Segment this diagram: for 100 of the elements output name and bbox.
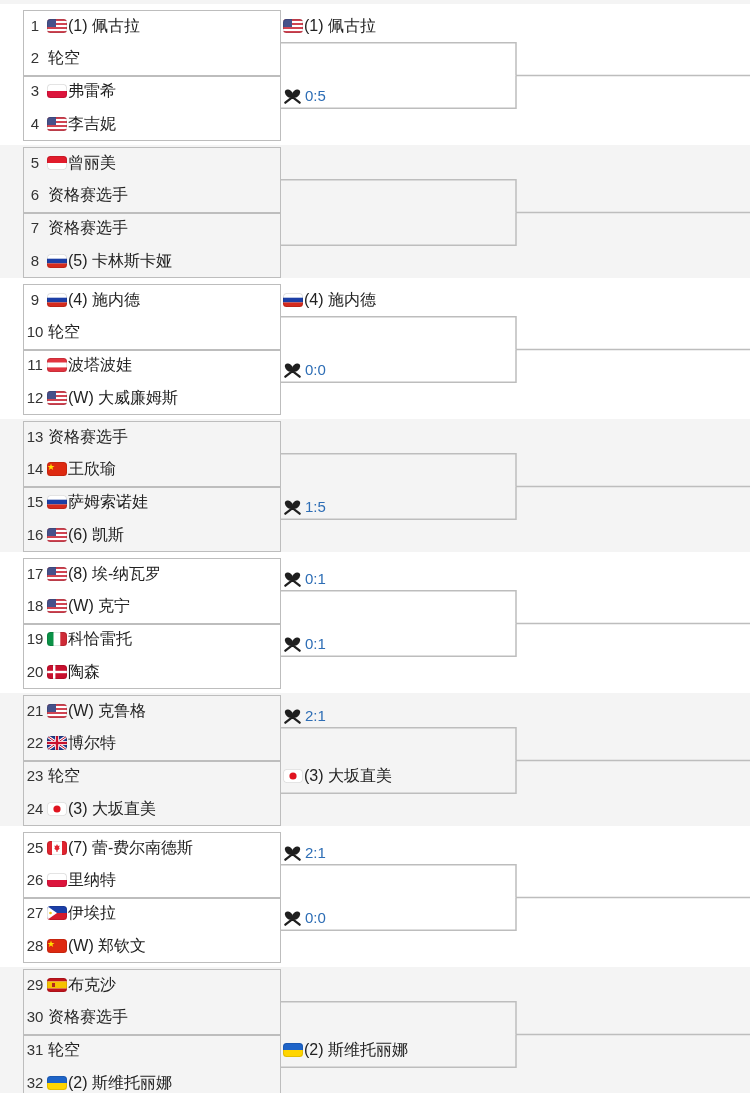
draw-position: 15 bbox=[26, 493, 44, 510]
bracket-line bbox=[515, 759, 750, 762]
draw-position: 16 bbox=[26, 525, 44, 543]
player-name: 陶森 bbox=[68, 662, 100, 681]
draw-position: 32 bbox=[26, 1073, 44, 1091]
draw-position: 10 bbox=[26, 323, 44, 340]
bracket-line bbox=[280, 211, 517, 246]
bracket-line bbox=[280, 1001, 517, 1036]
bracket-line bbox=[280, 896, 517, 931]
edge-label: (1) 佩古拉 bbox=[304, 16, 376, 35]
bracket-line bbox=[280, 42, 517, 77]
bracket-line bbox=[280, 727, 517, 762]
draw-position: 19 bbox=[26, 630, 44, 647]
player-name: 轮空 bbox=[47, 49, 80, 67]
player-name: 资格赛选手 bbox=[47, 427, 128, 446]
match-box bbox=[23, 760, 281, 826]
draw-position: 29 bbox=[26, 975, 44, 993]
edge-label: 0:1 bbox=[305, 569, 326, 588]
draw-position: 22 bbox=[26, 734, 44, 751]
draw-position: 27 bbox=[26, 904, 44, 921]
draw-position: 26 bbox=[26, 871, 44, 888]
draw-position: 20 bbox=[26, 662, 44, 680]
player-name: (2) 斯维托丽娜 bbox=[68, 1073, 172, 1092]
bracket-line bbox=[280, 453, 517, 488]
match-box bbox=[23, 832, 281, 898]
bracket-line bbox=[280, 74, 517, 109]
player-name: 轮空 bbox=[47, 767, 80, 785]
player-name: (8) 埃-纳瓦罗 bbox=[68, 564, 162, 583]
draw-position: 9 bbox=[30, 290, 40, 308]
player-name: (W) 克鲁格 bbox=[68, 701, 147, 720]
match-box bbox=[23, 147, 281, 213]
draw-position: 18 bbox=[26, 597, 44, 614]
draw-position: 6 bbox=[30, 186, 40, 203]
player-name: (W) 克宁 bbox=[68, 597, 131, 615]
bracket-line bbox=[515, 1033, 750, 1036]
player-name: 伊埃拉 bbox=[68, 904, 116, 922]
draw-position: 4 bbox=[30, 114, 40, 132]
bracket-line bbox=[515, 896, 750, 899]
draw-position: 12 bbox=[26, 388, 44, 406]
draw-position: 31 bbox=[26, 1041, 44, 1058]
player-name: 波塔波娃 bbox=[68, 356, 132, 374]
draw-position: 2 bbox=[30, 49, 40, 66]
match-box bbox=[23, 969, 281, 1035]
bracket-line bbox=[280, 348, 517, 383]
draw-position: 13 bbox=[26, 427, 44, 445]
match-box bbox=[23, 284, 281, 350]
player-name: 萨姆索诺娃 bbox=[68, 493, 148, 511]
edge-label: 0:1 bbox=[305, 635, 326, 654]
draw-position: 25 bbox=[26, 838, 44, 856]
edge-label: 2:1 bbox=[305, 843, 326, 862]
match-box bbox=[23, 1034, 281, 1093]
bracket-line bbox=[515, 622, 750, 625]
bracket-line bbox=[515, 74, 750, 77]
player-name: (4) 施内德 bbox=[68, 290, 140, 309]
player-name: 李吉妮 bbox=[68, 114, 116, 133]
player-name: (W) 大威廉姆斯 bbox=[68, 388, 179, 407]
match-box bbox=[23, 75, 281, 141]
bracket-line bbox=[280, 590, 517, 625]
bracket-line bbox=[280, 1033, 517, 1068]
edge-label: 2:1 bbox=[305, 706, 326, 725]
edge-label: 0:5 bbox=[305, 87, 326, 106]
bracket-line bbox=[515, 485, 750, 488]
player-name: 资格赛选手 bbox=[47, 1008, 128, 1026]
draw-position: 14 bbox=[26, 460, 44, 477]
player-name: 资格赛选手 bbox=[47, 219, 128, 237]
match-box bbox=[23, 695, 281, 761]
edge-label: 0:0 bbox=[305, 909, 326, 928]
draw-position: 17 bbox=[26, 564, 44, 582]
draw-position: 8 bbox=[30, 251, 40, 269]
player-name: 弗雷希 bbox=[68, 82, 116, 100]
edge-label: 0:0 bbox=[305, 361, 326, 380]
draw-position: 30 bbox=[26, 1008, 44, 1025]
bracket-line bbox=[280, 622, 517, 657]
match-box bbox=[23, 349, 281, 415]
match-box bbox=[23, 558, 281, 624]
player-name: 布克沙 bbox=[68, 975, 116, 994]
player-name: (3) 大坂直美 bbox=[68, 799, 156, 818]
player-name: 科恰雷托 bbox=[68, 630, 132, 648]
edge-label: (2) 斯维托丽娜 bbox=[304, 1041, 408, 1060]
draw-position: 28 bbox=[26, 936, 44, 954]
draw-position: 7 bbox=[30, 219, 40, 236]
edge-label: (4) 施内德 bbox=[304, 290, 376, 309]
player-name: (1) 佩古拉 bbox=[68, 16, 140, 35]
player-name: 轮空 bbox=[47, 1041, 80, 1059]
bracket-line bbox=[280, 759, 517, 794]
match-box bbox=[23, 486, 281, 552]
match-box bbox=[23, 623, 281, 689]
player-name: 轮空 bbox=[47, 323, 80, 341]
draw-position: 21 bbox=[26, 701, 44, 719]
match-box bbox=[23, 212, 281, 278]
player-name: 王欣瑜 bbox=[68, 460, 116, 478]
draw-position: 11 bbox=[27, 356, 43, 373]
bracket-line bbox=[280, 485, 517, 520]
bracket-line bbox=[280, 179, 517, 214]
bracket-line bbox=[515, 348, 750, 351]
player-name: 里纳特 bbox=[68, 871, 116, 889]
draw-position: 1 bbox=[30, 16, 40, 34]
draw-position: 5 bbox=[30, 153, 40, 171]
player-name: (7) 蕾-费尔南德斯 bbox=[68, 838, 194, 857]
bracket-line bbox=[280, 316, 517, 351]
